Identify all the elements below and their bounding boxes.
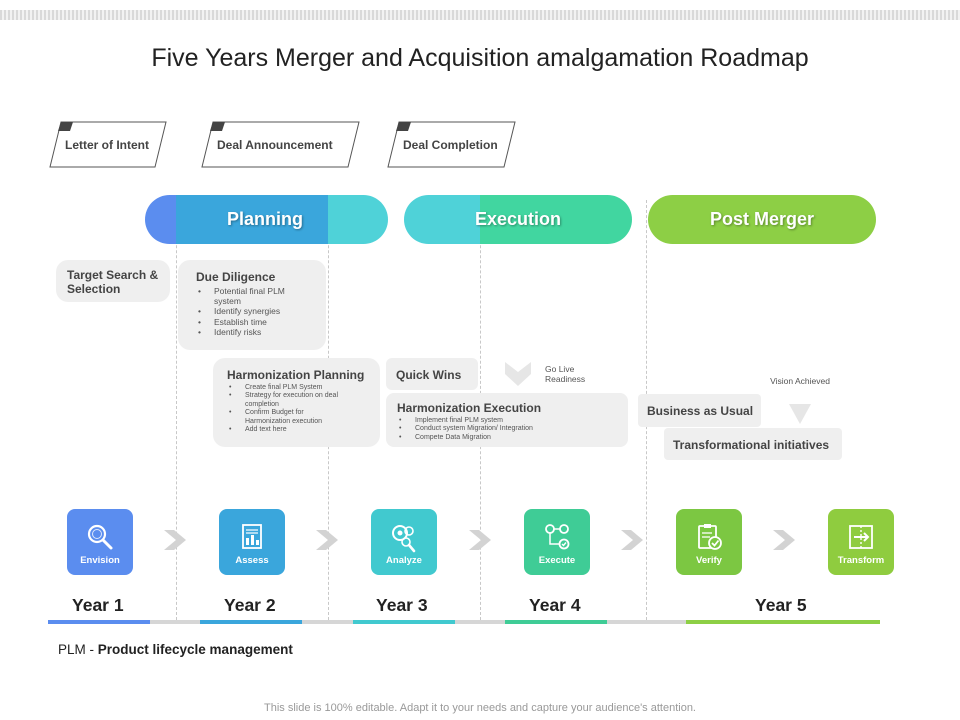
milestone-label: Deal Announcement <box>217 138 333 152</box>
card-title: Quick Wins <box>396 368 462 382</box>
card-title: Harmonization Execution <box>397 401 542 415</box>
timeline-track <box>48 620 880 624</box>
phase-label: Execution <box>474 209 562 229</box>
year-label: Year 2 <box>224 595 276 615</box>
list-item: Create final PLM System <box>227 384 380 393</box>
stage-label: Envision <box>80 555 120 566</box>
card-quick-wins: Quick Wins <box>386 358 478 390</box>
milestone-flag-shape <box>49 121 167 168</box>
vision-achieved-label: Vision Achieved <box>770 376 830 386</box>
chevron-right-icon <box>316 530 338 550</box>
year-1-bar <box>48 620 150 624</box>
transform-arrow-icon <box>828 521 894 553</box>
milestone-deal-completion: Deal Completion <box>387 121 516 168</box>
stage-label: Analyze <box>386 555 422 566</box>
list-item: Conduct system Migration/ Integration <box>397 425 628 434</box>
year-2-bar <box>200 620 302 624</box>
year-3-bar <box>353 620 455 624</box>
card-bullet-list: Create final PLM System Strategy for exe… <box>227 384 380 435</box>
clipboard-check-icon <box>676 521 742 553</box>
stage-label: Verify <box>696 555 722 566</box>
stage-analyze: Analyze <box>371 509 437 575</box>
footnote-full: Product lifecycle management <box>97 642 293 657</box>
footnote-abbr: PLM <box>58 642 86 657</box>
list-item: Strategy for execution on deal completio… <box>227 392 355 409</box>
list-item: Confirm Budget for Harmonization executi… <box>227 409 347 426</box>
chevron-right-icon <box>773 530 795 550</box>
document-chart-icon <box>219 521 285 553</box>
card-business-as-usual: Business as Usual <box>638 394 761 427</box>
magnifier-icon <box>67 521 133 553</box>
milestone-flag-shape <box>201 121 360 168</box>
year-label: Year 1 <box>72 595 124 615</box>
milestone-label: Deal Completion <box>403 138 498 152</box>
list-item: Establish time <box>196 317 326 327</box>
list-item: Identify risks <box>196 327 326 337</box>
list-item: Add text here <box>227 426 380 435</box>
card-bullet-list: Potential final PLM system Identify syne… <box>196 286 326 337</box>
stage-envision: Envision <box>67 509 133 575</box>
year-label: Year 4 <box>529 595 581 615</box>
card-title: Due Diligence <box>196 270 276 284</box>
milestone-letter-of-intent: Letter of Intent <box>49 121 167 168</box>
vision-marker-icon <box>789 404 811 424</box>
year-label: Year 5 <box>755 595 807 615</box>
stage-assess: Assess <box>219 509 285 575</box>
stage-execute: Execute <box>524 509 590 575</box>
card-target-search: Target Search & Selection <box>56 260 170 302</box>
bottom-caption: This slide is 100% editable. Adapt it to… <box>264 702 696 714</box>
phase-execution: Execution <box>404 195 632 244</box>
year-divider <box>176 200 177 620</box>
phase-label: Planning <box>227 209 303 229</box>
phase-planning: Planning <box>145 195 388 244</box>
card-title: Target Search & Selection <box>67 268 159 297</box>
milestone-deal-announcement: Deal Announcement <box>201 121 360 168</box>
go-live-marker-icon <box>505 362 531 386</box>
chevron-right-icon <box>621 530 643 550</box>
list-item: Potential final PLM system <box>196 286 306 306</box>
list-item: Identify synergies <box>196 306 326 316</box>
card-title: Transformational initiatives <box>673 438 830 452</box>
stage-label: Execute <box>538 555 576 566</box>
footnote-separator: - <box>85 642 98 657</box>
card-harmonization-execution: Harmonization Execution Implement final … <box>386 393 628 447</box>
gears-magnifier-icon <box>371 521 437 553</box>
list-item: Implement final PLM system <box>397 417 628 426</box>
stage-label: Assess <box>235 555 269 566</box>
card-bullet-list: Implement final PLM system Conduct syste… <box>397 417 628 443</box>
card-transformational-initiatives: Transformational initiatives <box>664 428 842 460</box>
workflow-icon <box>524 521 590 553</box>
card-title: Business as Usual <box>647 404 754 418</box>
page-title: Five Years Merger and Acquisition amalga… <box>151 44 809 72</box>
phase-label: Post Merger <box>709 209 815 229</box>
card-due-diligence: Due Diligence Potential final PLM system… <box>178 260 326 350</box>
card-title: Harmonization Planning <box>227 368 365 382</box>
milestone-flag-shape <box>387 121 516 168</box>
top-decorative-strip <box>0 10 960 20</box>
year-label: Year 3 <box>376 595 428 615</box>
stage-verify: Verify <box>676 509 742 575</box>
year-4-bar <box>505 620 607 624</box>
go-live-readiness-label: Go Live Readiness <box>545 364 586 385</box>
year-5-bar <box>686 620 880 624</box>
chevron-right-icon <box>469 530 491 550</box>
chevron-right-icon <box>164 530 186 550</box>
stage-transform: Transform <box>828 509 894 575</box>
stage-label: Transform <box>837 555 885 566</box>
list-item: Compete Data Migration <box>397 434 628 443</box>
card-harmonization-planning: Harmonization Planning Create final PLM … <box>213 358 380 447</box>
milestone-label: Letter of Intent <box>65 138 149 152</box>
abbreviation-footnote: PLM - Product lifecycle management <box>58 642 293 657</box>
phase-post-merger: Post Merger <box>648 195 876 244</box>
